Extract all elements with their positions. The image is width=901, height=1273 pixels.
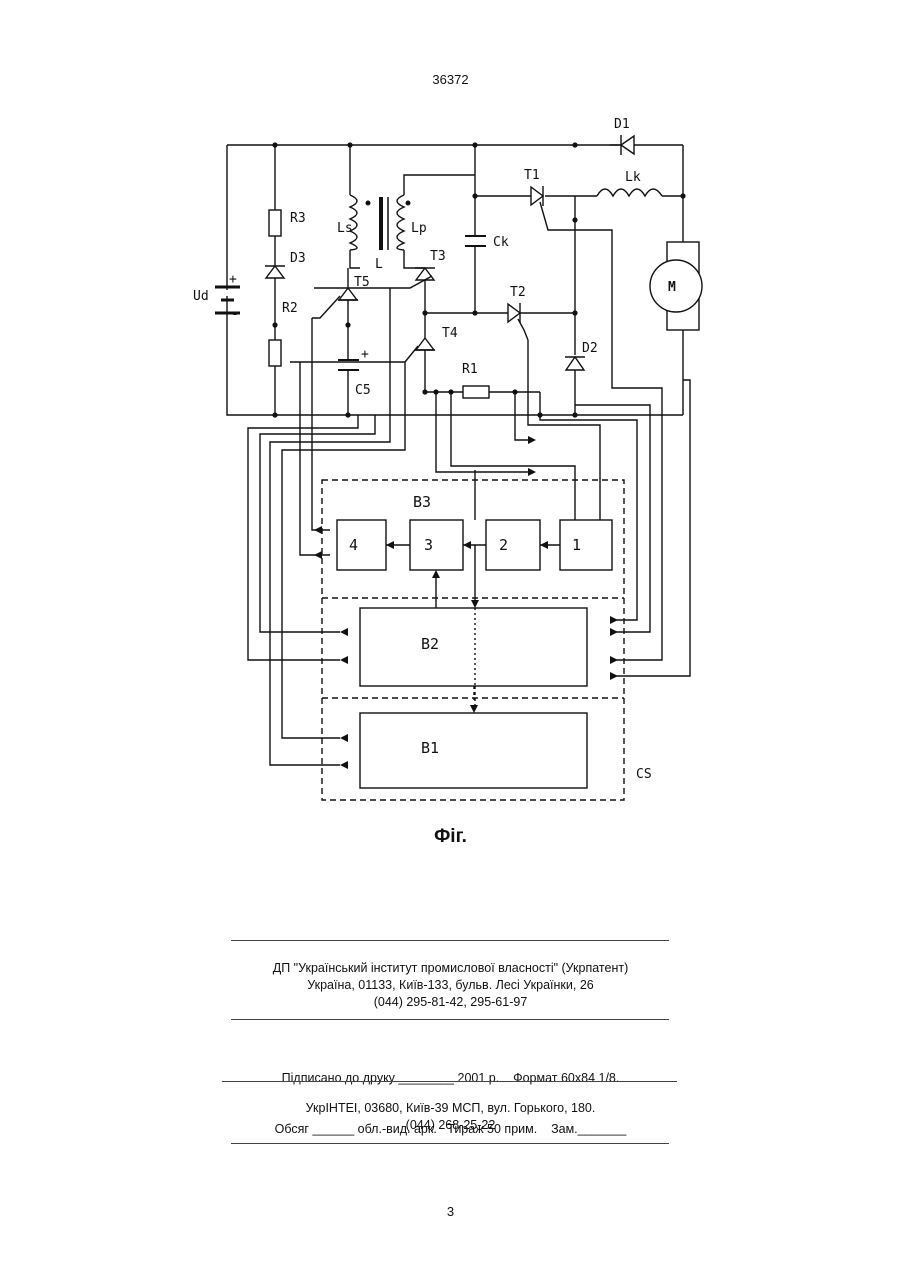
block-2 [486, 520, 540, 570]
label-c5: C5 [355, 383, 371, 398]
inductor-lk [597, 189, 662, 196]
divider [231, 940, 669, 941]
label-d1: D1 [614, 117, 630, 132]
motor-m [650, 242, 702, 330]
label-t5: T5 [354, 275, 370, 290]
divider [231, 1143, 669, 1144]
label-r2: R2 [282, 301, 298, 316]
label-ud-minus: - [231, 307, 239, 322]
resistor-r3 [269, 210, 281, 236]
publisher-line-3: (044) 295-81-42, 295-61-97 [0, 994, 901, 1011]
block-b1 [360, 713, 587, 788]
label-motor: M [668, 280, 676, 295]
print-line-1: Підписано до друку ________ 2001 р. Форм… [0, 1070, 901, 1087]
label-ls: Ls [337, 221, 353, 236]
label-b3: B3 [413, 493, 431, 511]
junction-dots [272, 142, 685, 417]
label-b1: B1 [421, 739, 439, 757]
thyristor-t2 [508, 303, 528, 340]
divider [231, 1019, 669, 1020]
printer-block: УкрІНТЕІ, 03680, Київ-39 МСП, вул. Горьк… [0, 1100, 901, 1134]
publisher-line-2: Україна, 01133, Київ-133, бульв. Лесі Ук… [0, 977, 901, 994]
label-l: L [375, 257, 383, 272]
diode-d3 [265, 266, 285, 278]
publisher-block: ДП "Український інститут промислової вла… [0, 960, 901, 1011]
label-r3: R3 [290, 211, 306, 226]
label-lk: Lk [625, 170, 641, 185]
label-c5-plus: + [361, 347, 369, 362]
label-block-4: 4 [349, 536, 358, 554]
inductor-lp [397, 195, 410, 250]
label-r1: R1 [462, 362, 478, 377]
label-t3: T3 [430, 249, 446, 264]
resistor-r2 [269, 340, 281, 366]
label-block-3: 3 [424, 536, 433, 554]
label-block-1: 1 [572, 536, 581, 554]
block-1 [560, 520, 612, 570]
printer-line-1: УкрІНТЕІ, 03680, Київ-39 МСП, вул. Горьк… [0, 1100, 901, 1117]
block-b2 [360, 608, 587, 686]
label-b2: B2 [421, 635, 439, 653]
print-info-block: Підписано до друку ________ 2001 р. Форм… [0, 1036, 901, 1155]
figure-caption: Фіг. [0, 826, 901, 848]
circuit-diagram: D1 T1 Lk M R3 D3 Ls Lp L Ck Ud + - T3 T5… [0, 0, 901, 820]
label-ud: Ud [193, 289, 209, 304]
thyristor-t1 [531, 186, 575, 230]
resistor-r1 [463, 386, 489, 398]
block-3 [410, 520, 463, 570]
power-wiring [227, 145, 683, 415]
label-t1: T1 [524, 168, 540, 183]
inductor-ls [350, 195, 370, 250]
printer-line-2: (044) 268-25-22 [0, 1117, 901, 1134]
label-cs: CS [636, 767, 652, 782]
label-ud-plus: + [229, 272, 237, 287]
page-number: 3 [0, 1204, 901, 1219]
divider [222, 1081, 677, 1082]
publisher-line-1: ДП "Український інститут промислової вла… [0, 960, 901, 977]
label-t4: T4 [442, 326, 458, 341]
diode-d2 [565, 357, 585, 370]
label-lp: Lp [411, 221, 427, 236]
capacitor-ck [465, 236, 486, 246]
label-d3: D3 [290, 251, 306, 266]
label-ck: Ck [493, 235, 509, 250]
block-4 [337, 520, 386, 570]
label-d2: D2 [582, 341, 598, 356]
diode-d1 [621, 135, 634, 155]
thyristor-t5 [312, 268, 358, 318]
label-block-2: 2 [499, 536, 508, 554]
label-t2: T2 [510, 285, 526, 300]
